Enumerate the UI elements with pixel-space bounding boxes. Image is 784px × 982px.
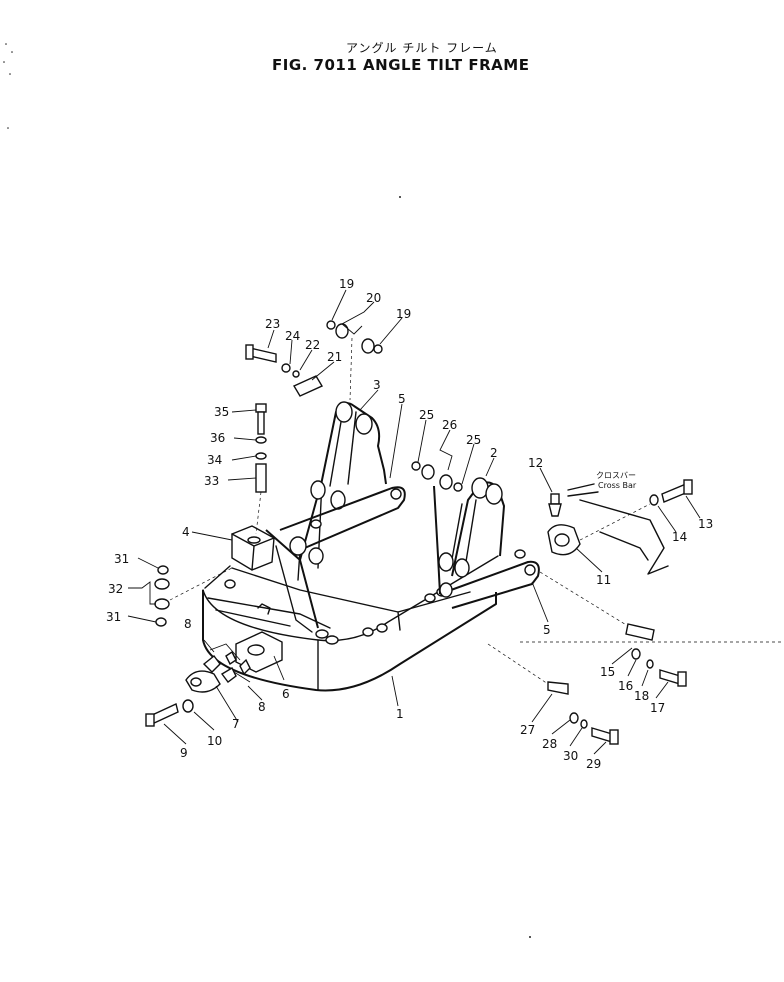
callout-5-right: 5 (543, 623, 551, 637)
callout-26: 26 (442, 418, 457, 432)
cross-bar-group (547, 479, 693, 575)
callout-25-right: 25 (466, 433, 481, 447)
right-tower (433, 477, 540, 609)
callout-24: 24 (285, 329, 300, 343)
upper-pin-group (245, 320, 383, 401)
callout-31-top: 31 (114, 552, 129, 566)
callout-35: 35 (214, 405, 229, 419)
callout-22: 22 (305, 338, 320, 352)
callout-8-bottom: 8 (258, 700, 266, 714)
callout-5-left: 5 (398, 392, 406, 406)
left-tower (265, 401, 406, 633)
callout-16: 16 (618, 679, 633, 693)
callout-6: 6 (282, 687, 290, 701)
washer-group-right (411, 461, 463, 492)
callout-21: 21 (327, 350, 342, 364)
callout-30: 30 (563, 749, 578, 763)
cross-bar-note-jp: クロスバー (596, 471, 636, 480)
lower-pin-group (487, 643, 619, 745)
callout-labels: 19 20 19 23 24 22 21 3 5 25 26 25 2 12 3… (106, 277, 713, 771)
callout-27: 27 (520, 723, 535, 737)
callout-13: 13 (698, 517, 713, 531)
frame-body (202, 555, 499, 692)
cap-and-shims (185, 639, 251, 693)
vertical-pin-group (255, 403, 267, 535)
callout-12: 12 (528, 456, 543, 470)
callout-15: 15 (600, 665, 615, 679)
callout-1: 1 (396, 707, 404, 721)
cross-bar-note-en: Cross Bar (598, 481, 637, 490)
pad-group (154, 565, 233, 627)
callout-32: 32 (108, 582, 123, 596)
side-pin-group (539, 571, 687, 687)
callout-31-bottom: 31 (106, 610, 121, 624)
callout-34: 34 (207, 453, 222, 467)
callout-2: 2 (490, 446, 498, 460)
callout-8-top: 8 (184, 617, 192, 631)
leader-lines (127, 289, 701, 755)
callout-19-top: 19 (339, 277, 354, 291)
figure-title: FIG. 7011 ANGLE TILT FRAME (272, 56, 530, 74)
callout-7: 7 (232, 717, 240, 731)
callout-17: 17 (650, 701, 665, 715)
figure-title-japanese: アングル チルト フレーム (346, 41, 498, 55)
callout-28: 28 (542, 737, 557, 751)
callout-14: 14 (672, 530, 687, 544)
callout-29: 29 (586, 757, 601, 771)
callout-18: 18 (634, 689, 649, 703)
scan-specks (3, 43, 531, 938)
callout-10: 10 (207, 734, 222, 748)
bracket (231, 525, 275, 571)
callout-23: 23 (265, 317, 280, 331)
callout-4: 4 (182, 525, 190, 539)
callout-3: 3 (373, 378, 381, 392)
callout-9: 9 (180, 746, 188, 760)
callout-25-left: 25 (419, 408, 434, 422)
callout-36: 36 (210, 431, 225, 445)
callout-20: 20 (366, 291, 381, 305)
callout-33: 33 (204, 474, 219, 488)
bolt-and-washer-front (145, 699, 194, 727)
callout-11: 11 (596, 573, 611, 587)
callout-19-right: 19 (396, 307, 411, 321)
